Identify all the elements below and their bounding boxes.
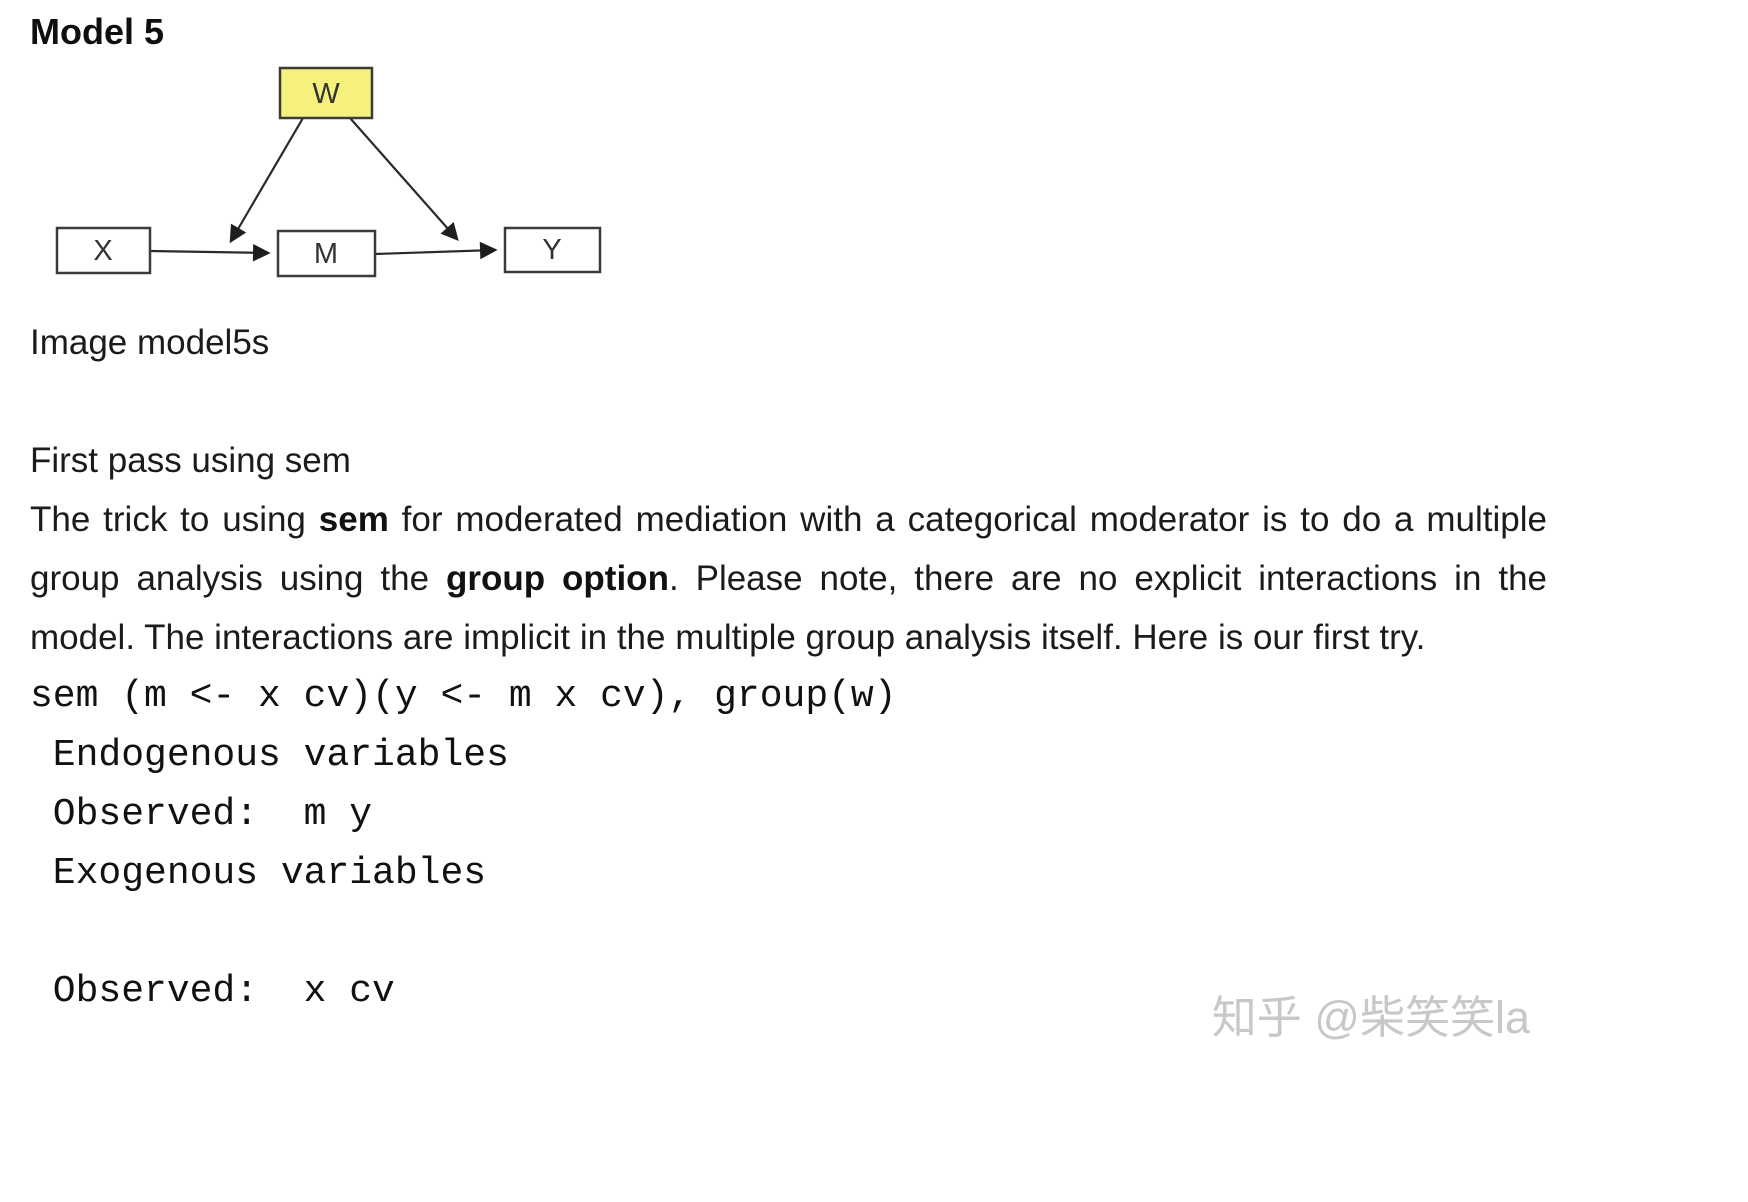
node-y-box [503,226,602,274]
node-w-box [278,66,374,120]
code-line-endogenous: Endogenous variables [30,734,509,777]
code-line-observed-endogenous: Observed: m y [30,793,373,836]
node-w-label: W [312,78,340,110]
page-title: Model 5 [30,11,165,52]
code-line-command: sem (m <- x cv)(y <- m x cv), group(w) [30,675,897,718]
bold-term-group-option: group option [445,559,669,598]
code-line-blank [30,903,1547,962]
paragraph-segment: . Please note, there are no explicit int… [30,559,1547,657]
node-y-label: Y [542,234,561,266]
code-line-observed-exogenous: Observed: x cv [30,970,395,1013]
arrow-w-to-my-path [349,117,459,241]
node-m-box [276,229,377,278]
code-line-exogenous: Exogenous variables [30,852,487,895]
arrow-x-to-m [149,243,271,262]
intro-paragraph: The trick to using sem for moderated med… [30,490,1547,667]
model-diagram: W X M Y [30,60,622,308]
arrow-m-to-y [374,241,498,260]
node-x-label: X [93,235,112,267]
arrow-w-to-xm-path [229,117,304,244]
path-diagram-svg: W X M Y [55,66,602,278]
bold-term-sem: sem [318,500,389,539]
article-page: Model 5 W X M Y Image model5s First pass… [30,0,1547,1021]
node-x-box [55,226,152,275]
section-subtitle: First pass using sem [30,441,351,480]
code-output-block: sem (m <- x cv)(y <- m x cv), group(w) E… [30,667,1547,1021]
node-m-label: M [314,238,338,270]
paragraph-segment: The trick to using [30,500,319,539]
paragraph-segment: for moderated mediation with a categoric… [30,500,1547,598]
image-caption: Image model5s [30,323,270,362]
watermark: 知乎 @柴笑笑la [1211,992,1530,1043]
